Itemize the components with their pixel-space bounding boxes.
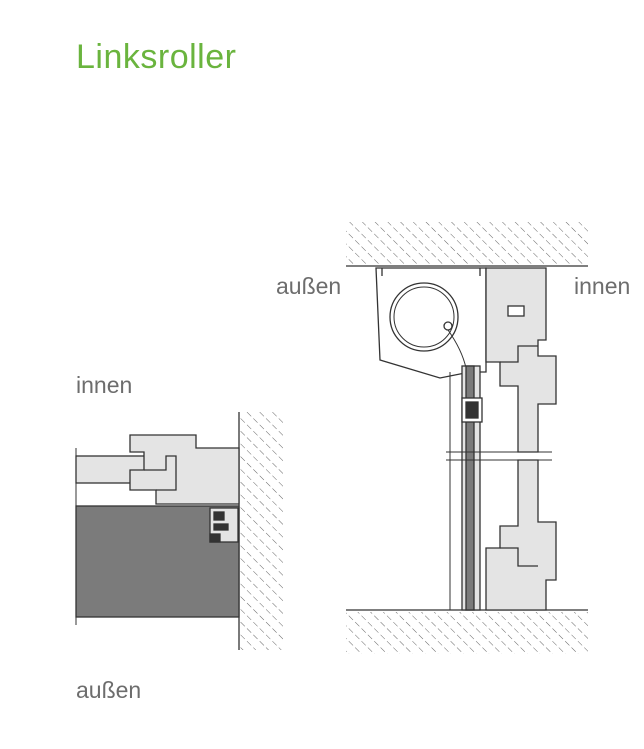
roller-box bbox=[375, 267, 487, 379]
left-frame-step bbox=[144, 455, 177, 491]
roller-coil-outer bbox=[389, 282, 459, 352]
right-view-label-aussen: außen bbox=[276, 273, 342, 299]
roller-axle bbox=[443, 321, 453, 331]
left-section-view bbox=[75, 412, 283, 650]
frame-upper bbox=[485, 267, 557, 453]
left-view-label-aussen: außen bbox=[76, 677, 142, 703]
left-hardware-detail bbox=[209, 507, 239, 543]
right-view-label-innen: innen bbox=[574, 273, 631, 299]
left-wall-hatch bbox=[239, 412, 283, 650]
frame-lower bbox=[485, 459, 557, 611]
roller-coil-inner bbox=[393, 286, 455, 348]
right-section-view bbox=[346, 222, 588, 654]
top-lintel-hatch bbox=[346, 222, 588, 264]
shutter-curtain bbox=[465, 365, 475, 611]
frame-detail bbox=[507, 305, 525, 317]
page-title: Linksroller bbox=[76, 38, 237, 76]
left-view-label-innen: innen bbox=[76, 372, 133, 398]
bottom-sill-hatch bbox=[346, 612, 588, 654]
